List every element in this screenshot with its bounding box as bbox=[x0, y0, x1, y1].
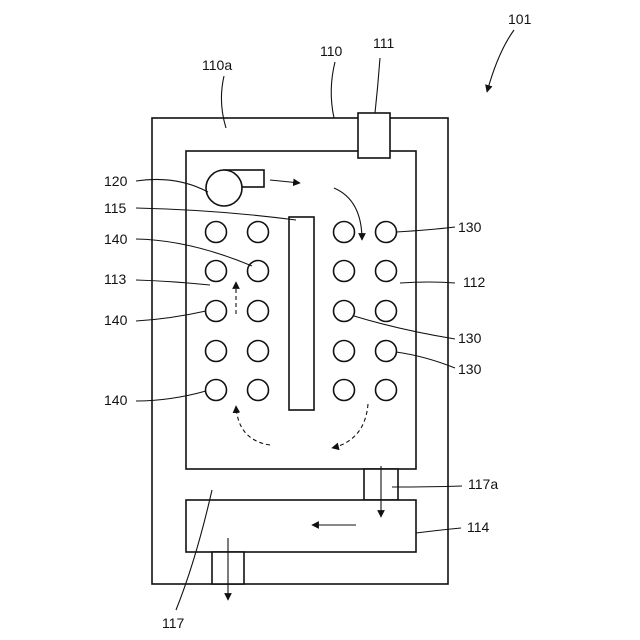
label-circle-140-a: 140 bbox=[104, 231, 128, 247]
label-circle-140-c: 140 bbox=[104, 392, 128, 408]
circle bbox=[376, 261, 397, 282]
label-housing-wall: 110a bbox=[202, 57, 232, 73]
fan-icon bbox=[206, 170, 264, 206]
circle bbox=[248, 380, 269, 401]
label-left-space: 113 bbox=[104, 271, 127, 287]
circle bbox=[376, 222, 397, 243]
circle bbox=[248, 222, 269, 243]
fan-outlet-arrow bbox=[270, 180, 300, 183]
circle bbox=[334, 222, 355, 243]
dashed-curve-right-arrow bbox=[332, 404, 368, 448]
label-circle-140-b: 140 bbox=[104, 312, 128, 328]
label-circle-130-c: 130 bbox=[458, 361, 482, 377]
circle bbox=[376, 301, 397, 322]
dashed-curve-left-arrow bbox=[236, 406, 270, 445]
label-right-space: 112 bbox=[463, 274, 486, 290]
central-divider bbox=[289, 217, 314, 410]
circle bbox=[334, 261, 355, 282]
circle-grid bbox=[206, 222, 397, 401]
label-fan: 120 bbox=[104, 173, 128, 189]
label-divider: 115 bbox=[104, 200, 127, 216]
label-device: 101 bbox=[508, 11, 532, 27]
label-housing: 110 bbox=[320, 43, 343, 59]
circle bbox=[248, 301, 269, 322]
circle bbox=[206, 261, 227, 282]
label-heat-exchanger: 114 bbox=[467, 519, 490, 535]
top-unit bbox=[358, 113, 390, 158]
label-circle-130-a: 130 bbox=[458, 219, 482, 235]
circle bbox=[248, 341, 269, 362]
label-duct-connector: 117a bbox=[468, 476, 498, 492]
circle bbox=[376, 380, 397, 401]
circle bbox=[206, 341, 227, 362]
circle bbox=[334, 301, 355, 322]
label-duct: 117 bbox=[162, 615, 185, 631]
circle bbox=[334, 380, 355, 401]
circle bbox=[206, 380, 227, 401]
circle bbox=[206, 301, 227, 322]
circle bbox=[376, 341, 397, 362]
circle bbox=[248, 261, 269, 282]
circle bbox=[334, 341, 355, 362]
circle bbox=[206, 222, 227, 243]
label-top-unit: 111 bbox=[373, 35, 394, 51]
label-circle-130-b: 130 bbox=[458, 330, 482, 346]
